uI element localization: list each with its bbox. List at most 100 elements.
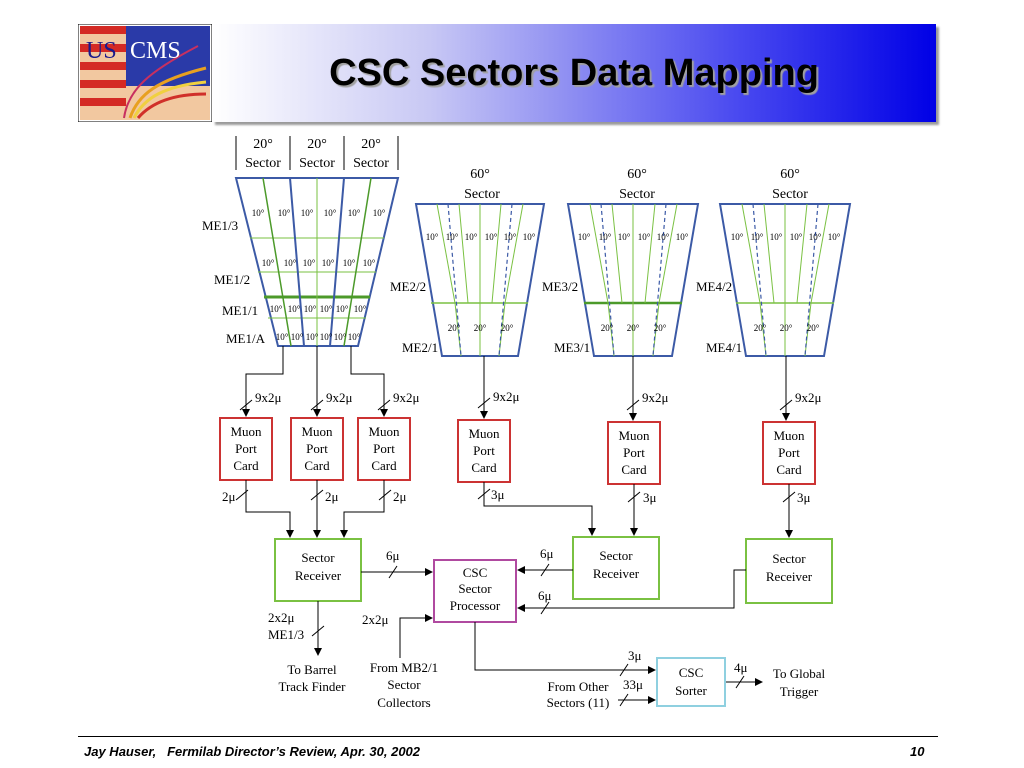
cell-10-label: 10° bbox=[828, 232, 841, 242]
cell-10-label: 10° bbox=[320, 304, 333, 314]
svg-text:Receiver: Receiver bbox=[295, 568, 342, 583]
svg-text:Port: Port bbox=[306, 441, 328, 456]
svg-text:Card: Card bbox=[371, 458, 397, 473]
cell-10-label: 10° bbox=[276, 332, 289, 342]
uscms-logo: US CMS bbox=[78, 24, 212, 122]
sr-to-sp-links bbox=[361, 563, 746, 615]
cell-10-label: 10° bbox=[676, 232, 689, 242]
station-outer-label: ME2/2 bbox=[390, 279, 426, 294]
footer-text: Jay Hauser, Fermilab Director’s Review, … bbox=[84, 744, 421, 759]
cell-10-label: 10° bbox=[465, 232, 478, 242]
svg-text:CSC: CSC bbox=[463, 565, 488, 580]
sector-header-angle: 20° bbox=[253, 137, 273, 152]
svg-text:Sector: Sector bbox=[772, 551, 806, 566]
link-label: 6μ bbox=[386, 548, 400, 563]
sector-receiver: Sector Receiver bbox=[572, 536, 660, 600]
svg-text:Port: Port bbox=[778, 445, 800, 460]
svg-text:Port: Port bbox=[235, 441, 257, 456]
from-other-line-2: Sectors (11) bbox=[547, 695, 610, 710]
page-number: 10 bbox=[910, 744, 925, 759]
cell-10-label: 10° bbox=[731, 232, 744, 242]
link-label: 2x2μ bbox=[362, 612, 389, 627]
cell-20-label: 20° bbox=[807, 323, 820, 333]
to-global-line-1: To Global bbox=[773, 666, 826, 681]
me1-cell-labels: 10° 10° 10° 10° 10° 10° 10° 10° 10° 10° … bbox=[252, 208, 386, 342]
cell-10-label: 10° bbox=[446, 232, 459, 242]
link-label: 3μ bbox=[797, 490, 811, 505]
station-3: 60° Sector ME3/2 ME3/1 bbox=[542, 167, 700, 357]
logo-us-text: US bbox=[86, 38, 117, 64]
svg-text:Muon: Muon bbox=[230, 424, 262, 439]
cell-10-label: 10° bbox=[336, 304, 349, 314]
sector-header-angle: 20° bbox=[361, 137, 381, 152]
csc-sector-processor: CSC Sector Processor bbox=[433, 559, 517, 623]
cell-10-label: 10° bbox=[324, 208, 337, 218]
me1-ring-label: ME1/A bbox=[226, 331, 266, 346]
cell-20-label: 20° bbox=[501, 323, 514, 333]
cell-10-label: 10° bbox=[334, 332, 347, 342]
cell-10-label: 10° bbox=[270, 304, 283, 314]
cell-20-label: 20° bbox=[654, 323, 667, 333]
from-other-line-1: From Other bbox=[547, 679, 609, 694]
cell-10-label: 10° bbox=[304, 304, 317, 314]
page-title: CSC Sectors Data Mapping bbox=[329, 52, 819, 94]
link-label: 2μ bbox=[222, 489, 236, 504]
cell-10-label: 10° bbox=[426, 232, 439, 242]
mpc-to-sr-links bbox=[235, 480, 796, 538]
svg-text:Receiver: Receiver bbox=[593, 566, 640, 581]
cell-10-label: 10° bbox=[485, 232, 498, 242]
muon-port-card: Muon Port Card bbox=[357, 417, 411, 481]
from-mb21-line-1: From MB2/1 bbox=[370, 660, 438, 675]
csc-sorter: CSC Sorter bbox=[656, 657, 726, 707]
sector-header-angle: 60° bbox=[780, 167, 800, 182]
cell-10-label: 10° bbox=[303, 258, 316, 268]
station-inner-label: ME2/1 bbox=[402, 340, 438, 355]
cell-10-label: 10° bbox=[291, 332, 304, 342]
cell-10-label: 10° bbox=[578, 232, 591, 242]
svg-text:Card: Card bbox=[304, 458, 330, 473]
cell-20-label: 20° bbox=[780, 323, 793, 333]
link-label: 9x2μ bbox=[255, 390, 282, 405]
svg-text:Card: Card bbox=[233, 458, 259, 473]
cell-10-label: 10° bbox=[618, 232, 631, 242]
cell-10-label: 10° bbox=[751, 232, 764, 242]
chamber-to-mpc-links bbox=[239, 346, 793, 421]
svg-text:Card: Card bbox=[471, 460, 497, 475]
muon-port-card: Muon Port Card bbox=[762, 421, 816, 485]
svg-text:Muon: Muon bbox=[773, 428, 805, 443]
logo-cms-text: CMS bbox=[130, 38, 181, 64]
cell-10-label: 10° bbox=[504, 232, 517, 242]
sector-receiver: Sector Receiver bbox=[745, 538, 833, 604]
cell-10-label: 10° bbox=[599, 232, 612, 242]
cell-10-label: 10° bbox=[348, 332, 361, 342]
cell-10-label: 10° bbox=[288, 304, 301, 314]
link-label: 2μ bbox=[325, 489, 339, 504]
cell-10-label: 10° bbox=[284, 258, 297, 268]
link-label: 2μ bbox=[393, 489, 407, 504]
link-label: 4μ bbox=[734, 660, 748, 675]
link-label: 3μ bbox=[491, 487, 505, 502]
mpc-link-labels: 2μ 2μ 2μ 3μ 3μ 3μ bbox=[222, 487, 811, 505]
cell-20-label: 20° bbox=[601, 323, 614, 333]
from-mb21-line-3: Collectors bbox=[377, 695, 430, 710]
link-label: 9x2μ bbox=[326, 390, 353, 405]
cell-10-label: 10° bbox=[301, 208, 314, 218]
sector-header-angle: 20° bbox=[307, 137, 327, 152]
svg-text:Card: Card bbox=[621, 462, 647, 477]
chamber-link-labels: 9x2μ 9x2μ 9x2μ 9x2μ 9x2μ 9x2μ bbox=[255, 389, 822, 405]
link-label: 9x2μ bbox=[795, 390, 822, 405]
station-inner-label: ME4/1 bbox=[706, 340, 742, 355]
title-gradient-bar bbox=[212, 24, 936, 122]
title-banner: US CMS CSC Sectors Data Mapping bbox=[78, 24, 936, 122]
cell-20-label: 20° bbox=[474, 323, 487, 333]
cell-10-label: 10° bbox=[770, 232, 783, 242]
cell-10-label: 10° bbox=[262, 258, 275, 268]
cell-20-label: 20° bbox=[754, 323, 767, 333]
csc-data-mapping-diagram: 20° Sector 20° Sector 20° Sector 10° 10°… bbox=[202, 136, 852, 710]
cell-10-label: 10° bbox=[278, 208, 291, 218]
sector-receiver: Sector Receiver bbox=[274, 538, 362, 602]
svg-text:Sorter: Sorter bbox=[675, 683, 707, 698]
link-label: 3μ bbox=[628, 648, 642, 663]
svg-text:Sector: Sector bbox=[458, 581, 492, 596]
svg-text:Port: Port bbox=[373, 441, 395, 456]
